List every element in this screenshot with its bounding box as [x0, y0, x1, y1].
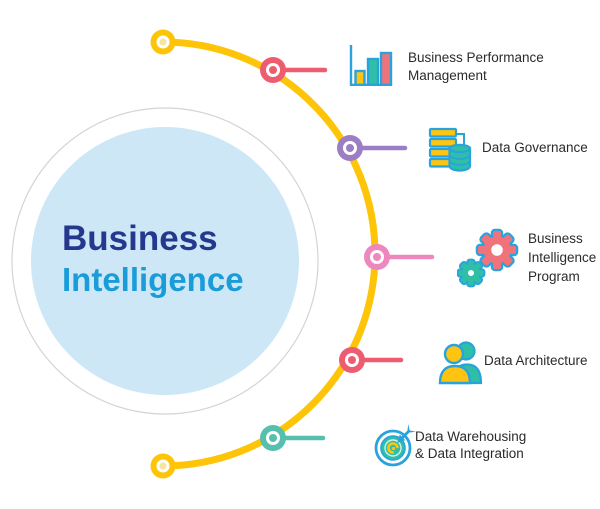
- node-business-intelligence-program: [364, 244, 435, 270]
- gears-icon: [457, 228, 519, 288]
- dart-arrow: [397, 423, 417, 443]
- node-business-performance-management: [260, 57, 328, 83]
- item-label-business-performance-management: Business Performance Management: [408, 50, 544, 83]
- bar-chart-icon: [349, 45, 393, 87]
- arc-endpoint-top: [150, 29, 176, 55]
- node-data-governance: [337, 135, 408, 161]
- node-data-architecture: [339, 347, 404, 373]
- node-data-warehousing-integration: [260, 425, 326, 451]
- item-label-data-architecture: Data Architecture: [484, 353, 588, 368]
- arc-endpoint-bottom: [150, 453, 176, 479]
- item-label-data-governance: Data Governance: [482, 140, 588, 155]
- database-cylinder: [448, 143, 472, 172]
- database-icon: [428, 127, 472, 172]
- item-label-business-intelligence-program: Business Intelligence Program: [528, 231, 597, 284]
- people-icon: [438, 341, 483, 385]
- hub-title-line1: Business: [62, 219, 218, 258]
- hub-circle: [31, 127, 299, 395]
- target-icon: [374, 423, 417, 467]
- item-label-data-warehousing-integration: Data Warehousing & Data Integration: [415, 429, 527, 461]
- hub-title-line2: Intelligence: [62, 261, 244, 298]
